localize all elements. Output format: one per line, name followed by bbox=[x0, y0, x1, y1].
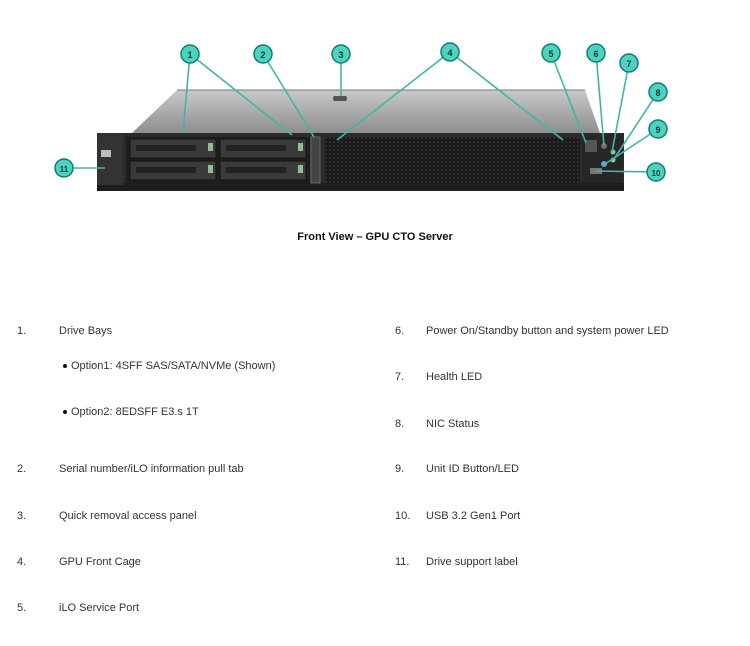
item-number: 3. bbox=[17, 510, 27, 522]
callout-number: 3 bbox=[338, 50, 343, 60]
item-label: Health LED bbox=[426, 371, 483, 383]
left-rack-ear bbox=[97, 133, 123, 185]
item-number: 6. bbox=[395, 325, 405, 337]
drive-option-1: Option1: 4SFF SAS/SATA/NVMe (Shown) bbox=[63, 360, 275, 372]
item-label: Drive Bays bbox=[59, 325, 113, 337]
item-label: GPU Front Cage bbox=[59, 556, 141, 568]
callout-1: 1 bbox=[180, 44, 200, 64]
item-number: 4. bbox=[17, 556, 27, 568]
option-label: Option1: 4SFF SAS/SATA/NVMe (Shown) bbox=[71, 360, 276, 372]
item-label: Quick removal access panel bbox=[59, 510, 197, 522]
option-label: Option2: 8EDSFF E3.s 1T bbox=[71, 406, 199, 418]
bullet-icon bbox=[63, 410, 67, 415]
callout-8: 8 bbox=[648, 82, 668, 102]
figure-caption: Front View – GPU CTO Server bbox=[297, 231, 453, 243]
callout-number: 8 bbox=[655, 88, 660, 98]
callout-number: 6 bbox=[593, 49, 598, 59]
server-top-lid bbox=[132, 90, 600, 133]
server-front-view-figure: 1 2 3 4 5 6 7 8 9 10 11 bbox=[0, 0, 750, 215]
callout-leaders bbox=[64, 51, 659, 173]
callout-number: 7 bbox=[626, 59, 631, 69]
item-label: Serial number/iLO information pull tab bbox=[59, 463, 244, 475]
item-number: 1. bbox=[17, 325, 27, 337]
callout-number: 5 bbox=[548, 49, 553, 59]
item-number: 2. bbox=[17, 463, 27, 475]
server-illustration: 1 2 3 4 5 6 7 8 9 10 11 bbox=[54, 42, 668, 191]
pull-tab bbox=[310, 136, 321, 184]
callout-9: 9 bbox=[648, 119, 668, 139]
callout-6: 6 bbox=[586, 43, 606, 63]
callout-number: 4 bbox=[447, 48, 452, 58]
item-number: 10. bbox=[395, 510, 411, 522]
item-label: Power On/Standby button and system power… bbox=[426, 325, 669, 337]
callout-number: 1 bbox=[187, 50, 192, 60]
callout-11: 11 bbox=[54, 158, 74, 178]
callout-number: 2 bbox=[260, 50, 265, 60]
callout-number: 9 bbox=[655, 125, 660, 135]
item-label: iLO Service Port bbox=[59, 602, 140, 614]
item-label: Drive support label bbox=[426, 556, 518, 568]
callout-2: 2 bbox=[253, 44, 273, 64]
callout-5: 5 bbox=[541, 43, 561, 63]
item-number: 5. bbox=[17, 602, 27, 614]
drive-option-2: Option2: 8EDSFF E3.s 1T bbox=[63, 406, 199, 418]
lid-latch bbox=[333, 96, 347, 101]
drive-bays bbox=[126, 137, 310, 183]
item-label: Unit ID Button/LED bbox=[426, 463, 519, 475]
callout-number: 11 bbox=[60, 165, 69, 174]
callout-7: 7 bbox=[619, 53, 639, 73]
item-number: 7. bbox=[395, 371, 405, 383]
bullet-icon bbox=[63, 364, 67, 369]
callout-number: 10 bbox=[652, 169, 661, 178]
callout-4: 4 bbox=[440, 42, 460, 62]
item-number: 11. bbox=[395, 556, 410, 568]
callout-3: 3 bbox=[331, 44, 351, 64]
item-label: NIC Status bbox=[426, 418, 480, 430]
item-label: USB 3.2 Gen1 Port bbox=[426, 510, 521, 522]
item-number: 9. bbox=[395, 463, 405, 475]
item-number: 8. bbox=[395, 418, 405, 430]
gpu-cage-vent bbox=[325, 137, 580, 183]
callout-10: 10 bbox=[646, 162, 666, 182]
